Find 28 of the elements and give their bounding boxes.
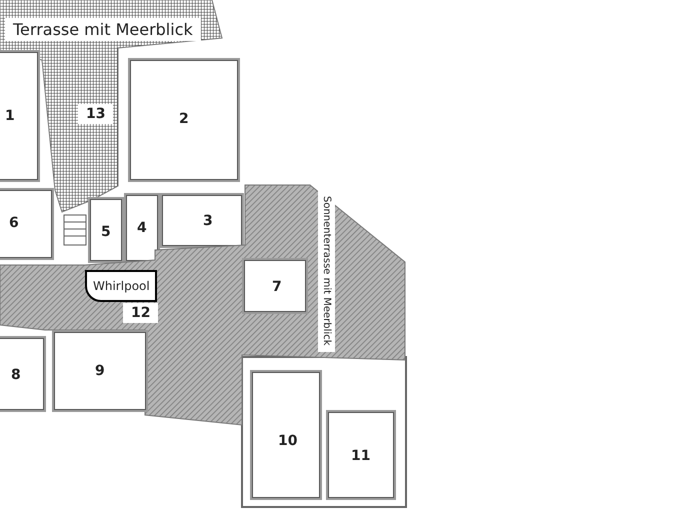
room-number: 1 bbox=[5, 108, 15, 124]
room bbox=[124, 193, 160, 263]
room bbox=[0, 188, 54, 260]
room bbox=[160, 193, 244, 248]
whirlpool-tub bbox=[85, 270, 157, 302]
room-number: 6 bbox=[9, 215, 19, 231]
room bbox=[0, 50, 40, 182]
room bbox=[52, 330, 148, 412]
room-number: 4 bbox=[137, 220, 147, 236]
room bbox=[0, 336, 46, 412]
room bbox=[326, 410, 396, 500]
area-label: Sonnenterrasse mit Meerblick bbox=[318, 190, 335, 352]
area-label: Whirlpool bbox=[93, 279, 150, 293]
room-number: 9 bbox=[95, 363, 105, 379]
room-number: 12 bbox=[123, 303, 158, 323]
room-number: 7 bbox=[272, 279, 282, 295]
room-number: 5 bbox=[101, 224, 111, 240]
room bbox=[250, 370, 322, 500]
room-number: 2 bbox=[179, 111, 189, 127]
room-number: 3 bbox=[203, 213, 213, 229]
room bbox=[128, 58, 240, 182]
room-number: 8 bbox=[11, 367, 21, 383]
room-number: 11 bbox=[351, 448, 370, 464]
room bbox=[242, 258, 308, 314]
room-number: 10 bbox=[278, 433, 298, 449]
area-label: Terrasse mit Meerblick bbox=[5, 18, 201, 41]
room bbox=[88, 197, 124, 263]
room-number: 13 bbox=[78, 104, 114, 124]
